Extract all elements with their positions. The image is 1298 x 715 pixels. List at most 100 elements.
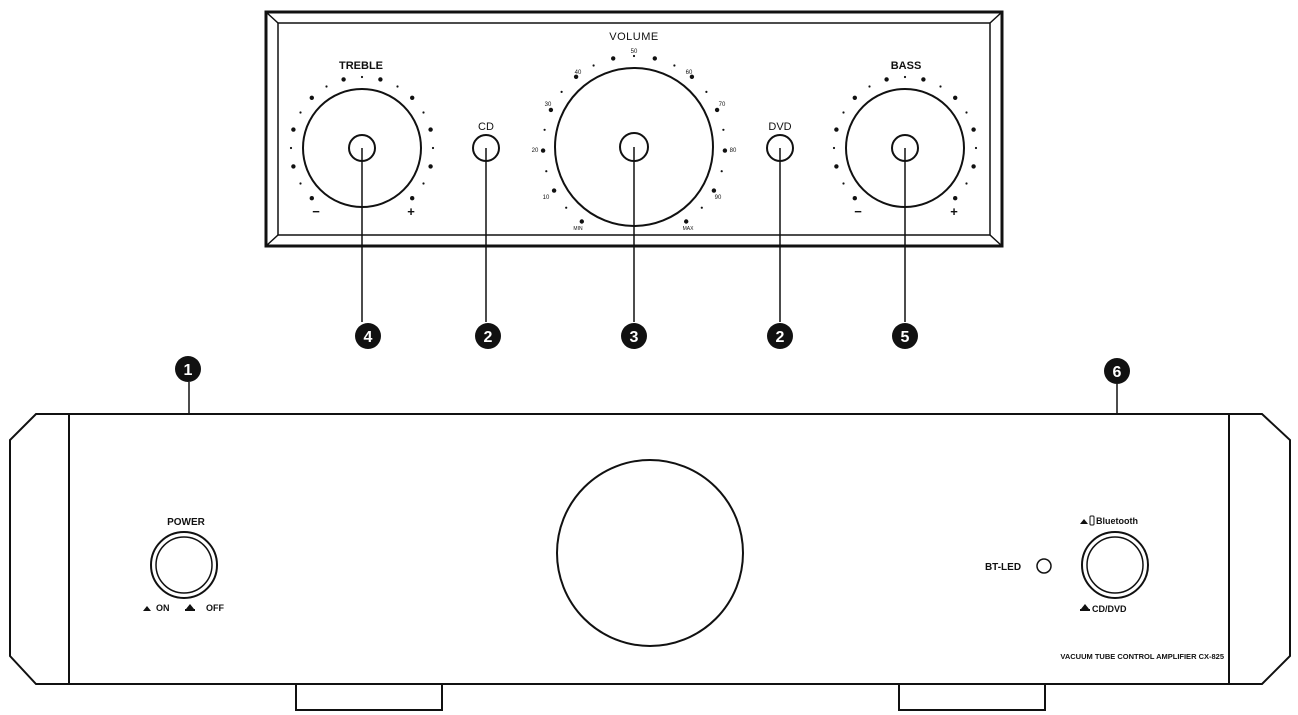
svg-text:3: 3 [630,329,639,346]
left-foot [295,683,443,711]
svg-text:6: 6 [1113,364,1122,381]
cd-label: CD [478,121,494,133]
treble-tick-14 [428,127,433,132]
treble-tick-6 [309,95,314,101]
bass-tick-18 [953,196,958,201]
volume-tick-8 [573,74,579,80]
model-label: VACUUM TUBE CONTROL AMPLIFIER CX-825 [1060,652,1224,661]
volume-scale-90: 90 [715,195,722,201]
treble-tick-12 [410,95,415,101]
on-indicator-icon [143,606,151,611]
treble-minus-label: − [312,204,320,219]
bass-tick-9 [903,75,907,79]
treble-tick-9 [360,75,364,79]
bass-tick-8 [884,77,889,82]
bass-label: BASS [891,60,922,72]
volume-tick-6 [548,107,554,113]
bass-tick-6 [852,95,857,101]
volume-tick-15 [705,90,708,93]
treble-tick-0 [309,196,314,201]
treble-tick-2 [291,164,296,169]
callout-6: 6 [1104,358,1130,384]
volume-tick-18 [722,148,728,153]
bass-tick-4 [834,127,839,132]
source-selector-knob[interactable] [1081,531,1149,599]
volume-scale-70: 70 [719,102,726,108]
off-indicator-icon [185,604,195,611]
volume-tick-22 [684,219,689,224]
callout-4: 4 [355,323,381,349]
on-label: ON [156,603,170,613]
dvd-label: DVD [768,121,791,133]
bt-led-label: BT-LED [985,562,1021,573]
bass-tick-11 [939,85,942,88]
treble-tick-11 [396,85,399,88]
volume-tick-19 [720,170,723,173]
volume-tick-0 [579,219,584,224]
volume-tick-9 [592,64,595,67]
svg-text:2: 2 [776,329,785,346]
volume-tick-12 [652,56,657,61]
volume-tick-14 [689,74,695,80]
bass-tick-16 [971,164,976,169]
bass-tick-13 [965,111,968,114]
cd-dvd-label: CD/DVD [1092,604,1127,614]
power-knob-inner [155,536,213,594]
amplifier-body: POWER ON OFF BT-LED Bluetooth CD/DVD [9,413,1291,711]
treble-tick-5 [299,111,302,114]
treble-tick-8 [341,77,346,82]
bass-plus-label: + [950,204,958,219]
bass-tick-12 [953,95,958,101]
power-knob[interactable] [150,531,218,599]
bass-tick-1 [842,182,845,185]
bass-tick-10 [921,77,926,82]
volume-tick-20 [711,188,717,193]
cd-dvd-indicator-icon [1080,604,1090,611]
treble-dots [289,75,435,201]
volume-tick-16 [714,107,720,113]
treble-plus-label: + [407,204,415,219]
treble-tick-18 [410,196,415,201]
right-end-cap [1228,413,1291,685]
svg-text:1: 1 [184,362,193,379]
volume-tick-17 [722,128,725,131]
bt-led-indicator [1036,558,1052,574]
volume-scale-50: 50 [631,49,638,55]
bass-tick-17 [965,182,968,185]
volume-tick-2 [551,188,557,193]
volume-scale-40: 40 [575,70,582,76]
treble-label: TREBLE [339,60,383,72]
callout-2-dvd: 2 [767,323,793,349]
off-label: OFF [206,603,224,613]
main-volume-knob[interactable] [556,459,744,647]
bass-minus-label: − [854,204,862,219]
volume-tick-21 [700,206,703,209]
bass-dots [832,75,978,201]
bass-tick-14 [971,127,976,132]
treble-tick-10 [378,77,383,82]
bass-tick-2 [834,164,839,169]
volume-min-label: MIN [573,226,583,232]
power-label: POWER [167,517,206,528]
bass-tick-0 [852,196,857,201]
volume-tick-4 [540,148,546,153]
callouts: 4 2 3 2 5 1 6 [175,323,1130,384]
treble-tick-3 [289,146,293,150]
treble-tick-4 [291,127,296,132]
bass-tick-3 [832,146,836,150]
volume-dots [540,54,728,224]
volume-tick-13 [673,64,676,67]
treble-tick-7 [325,85,328,88]
treble-tick-1 [299,182,302,185]
bluetooth-label: Bluetooth [1096,516,1138,526]
treble-tick-16 [428,164,433,169]
right-foot [898,683,1046,711]
volume-scale-10: 10 [543,195,550,201]
volume-tick-3 [545,170,548,173]
source-selector-knob-inner [1086,536,1144,594]
volume-label: VOLUME [609,31,658,43]
callout-2-cd: 2 [475,323,501,349]
volume-scale-80: 80 [730,148,737,154]
bluetooth-indicator-icon [1080,515,1095,526]
